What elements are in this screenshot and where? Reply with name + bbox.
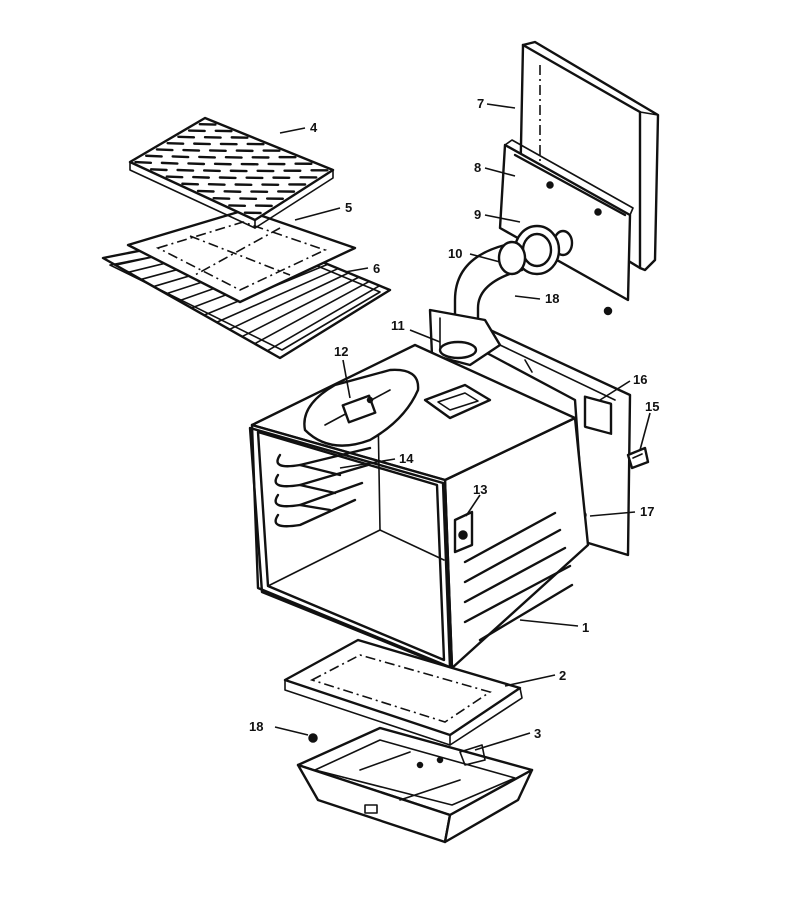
- callout-17: 17: [640, 504, 654, 519]
- grid-slot: [166, 141, 185, 145]
- callout-13: 13: [473, 482, 487, 497]
- grid-slot: [149, 168, 168, 172]
- grid-slot: [192, 175, 211, 179]
- callout-16: 16: [633, 372, 647, 387]
- callout-11: 11: [391, 318, 405, 333]
- part-5-broiler-insert: [126, 208, 357, 304]
- part-18-screw-upper: [603, 306, 613, 316]
- part-15-clip: [626, 446, 650, 470]
- grid-slot: [196, 189, 215, 193]
- grid-slot: [155, 148, 174, 152]
- part-18-screw-lower: [308, 733, 318, 743]
- rack-bar: [241, 276, 360, 338]
- grid-slot: [182, 148, 201, 152]
- rack-bar: [228, 272, 350, 331]
- part-3-bottom-pan: [296, 726, 534, 844]
- callout-2: 2: [559, 668, 566, 683]
- grid-slot: [145, 154, 163, 158]
- callout-15: 15: [645, 399, 659, 414]
- grid-slot: [181, 182, 200, 186]
- part-12-top-plate: [303, 368, 492, 447]
- rack-bar: [279, 289, 391, 359]
- callout-4: 4: [310, 120, 318, 135]
- callout-5: 5: [345, 200, 352, 215]
- part-4-broiler-grid: [128, 116, 335, 229]
- grid-slot: [177, 135, 196, 139]
- callout-8: 8: [474, 160, 481, 175]
- callout-18-lower: 18: [249, 719, 263, 734]
- callout-6: 6: [373, 261, 380, 276]
- grid-slot: [134, 160, 153, 165]
- rack-bar: [215, 267, 340, 324]
- grid-slot: [171, 155, 190, 159]
- callout-12: 12: [334, 344, 348, 359]
- rack-bar: [253, 280, 371, 345]
- grid-slot: [176, 168, 195, 172]
- grid-slot: [187, 162, 206, 166]
- callout-7: 7: [477, 96, 484, 111]
- part-11-flue-box: [428, 308, 502, 367]
- grid-slot: [165, 175, 184, 179]
- leader-lines: [274, 103, 651, 751]
- callout-3: 3: [534, 726, 541, 741]
- part-2-bottom-cover: [283, 638, 523, 746]
- callout-labels: 4 5 6 7 8 9 10 11 12 13 14 15 16 17 18 1…: [249, 96, 659, 741]
- callout-9: 9: [474, 207, 481, 222]
- part-1-oven-cavity: [248, 343, 590, 670]
- part-14-broil-element: [274, 446, 372, 528]
- callout-14: 14: [399, 451, 414, 466]
- callout-18-upper: 18: [545, 291, 559, 306]
- callout-10: 10: [448, 246, 462, 261]
- callout-1: 1: [582, 620, 589, 635]
- rack-bar: [266, 284, 381, 352]
- grid-slot: [160, 161, 179, 165]
- part-16-17-rear-frame: [483, 328, 632, 557]
